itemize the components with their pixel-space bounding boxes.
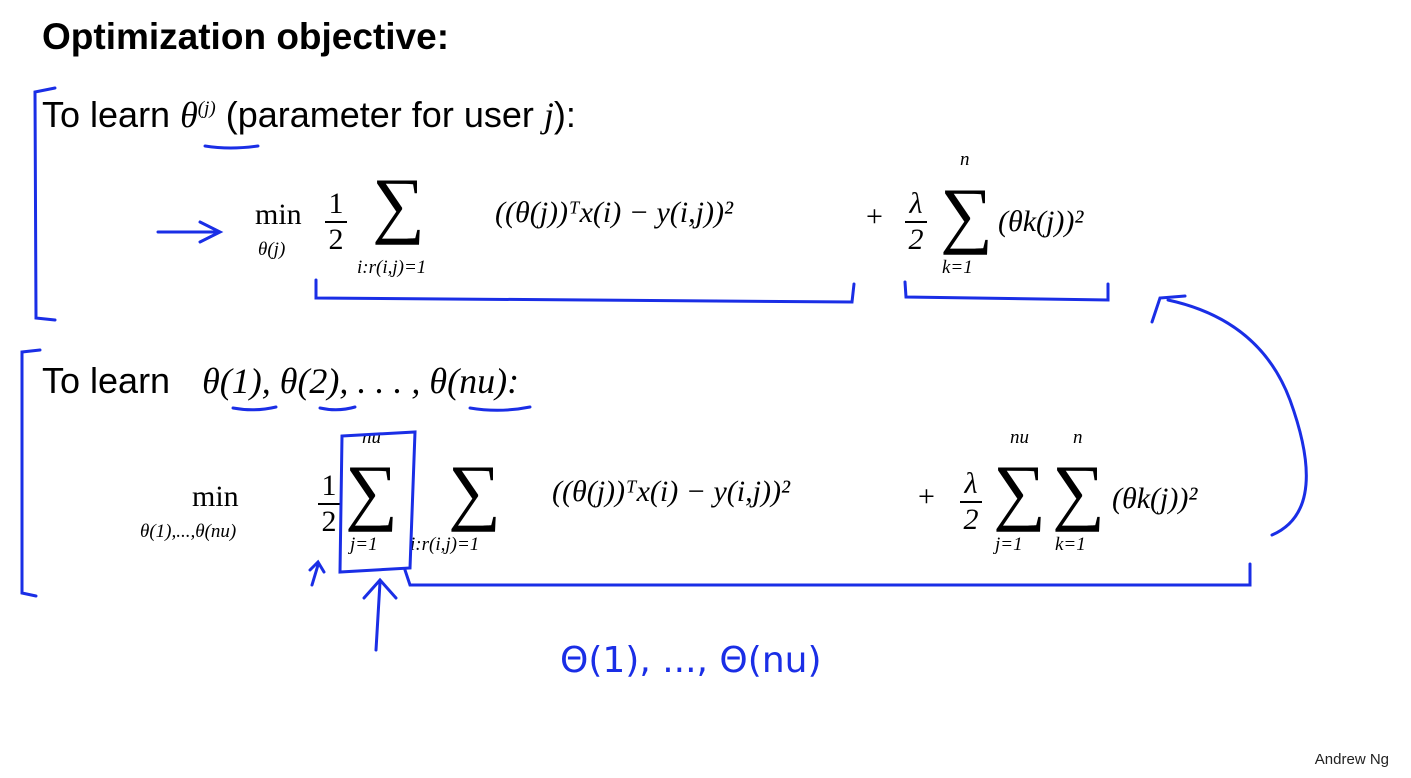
sum3-sub: j=1 bbox=[995, 534, 1023, 555]
sum3-sup: nu bbox=[1010, 427, 1029, 448]
slide-title: Optimization objective: bbox=[42, 16, 450, 57]
regularization-term: (θk(j))² bbox=[1112, 482, 1198, 515]
brace-error-2 bbox=[403, 562, 1252, 587]
box-sum-j bbox=[338, 430, 417, 574]
sum: ∑ bbox=[372, 164, 425, 246]
arrow-up bbox=[362, 577, 398, 652]
brace-error-1 bbox=[314, 278, 856, 304]
sum4-sup: n bbox=[1073, 427, 1083, 448]
bracket-1 bbox=[33, 86, 57, 322]
label: To learn bbox=[42, 94, 171, 135]
regularization-term: (θk(j))² bbox=[998, 205, 1084, 238]
bracket-2 bbox=[20, 348, 42, 598]
min: min bbox=[192, 480, 239, 513]
sum-j-sub: j=1 bbox=[350, 534, 378, 555]
sum-sub: i:r(i,j)=1 bbox=[357, 257, 427, 278]
sum3: ∑ bbox=[993, 451, 1046, 533]
close: ): bbox=[553, 94, 576, 135]
min-sub: θ(1),...,θ(nu) bbox=[140, 521, 237, 542]
sum2-sub: k=1 bbox=[942, 257, 973, 278]
theta: θ bbox=[180, 95, 198, 135]
sum-i-sub: i:r(i,j)=1 bbox=[410, 534, 480, 555]
author-credit: Andrew Ng bbox=[1314, 751, 1389, 768]
min-sub: θ(j) bbox=[258, 239, 286, 260]
arrow-up-small bbox=[308, 559, 326, 587]
sum-j: ∑ bbox=[345, 451, 398, 533]
squared-error-term: ((θ(j))ᵀx(i) − y(i,j))² bbox=[495, 196, 733, 229]
arrow-1 bbox=[156, 220, 224, 244]
brace-reg-1 bbox=[903, 280, 1110, 302]
min: min bbox=[255, 198, 302, 231]
squared-error-term: ((θ(j))ᵀx(i) − y(i,j))² bbox=[552, 475, 790, 508]
sum4-sub: k=1 bbox=[1055, 534, 1086, 555]
curve-arrow bbox=[1150, 294, 1308, 537]
underline-theta-list bbox=[231, 405, 532, 412]
section1-heading: To learn θ(j) (parameter for user j): bbox=[42, 94, 576, 136]
label: To learn bbox=[42, 360, 171, 401]
sum2-sup: n bbox=[960, 149, 970, 170]
plus: + bbox=[866, 200, 883, 233]
theta-sup: (j) bbox=[197, 98, 216, 119]
var-j: j bbox=[543, 95, 554, 135]
sum4: ∑ bbox=[1052, 451, 1105, 533]
sum2: ∑ bbox=[940, 174, 993, 256]
label-rest: (parameter for user bbox=[225, 94, 534, 135]
sum-j-sup: nu bbox=[362, 427, 381, 448]
sum-i: ∑ bbox=[448, 451, 501, 533]
plus: + bbox=[918, 480, 935, 513]
underline-theta-j bbox=[203, 144, 260, 150]
annotation-text: Θ(1), ..., Θ(nu) bbox=[560, 640, 822, 681]
theta-list: θ(1), θ(2), . . . , θ(nu): bbox=[202, 361, 520, 401]
section2-heading: To learn θ(1), θ(2), . . . , θ(nu): bbox=[42, 360, 519, 402]
